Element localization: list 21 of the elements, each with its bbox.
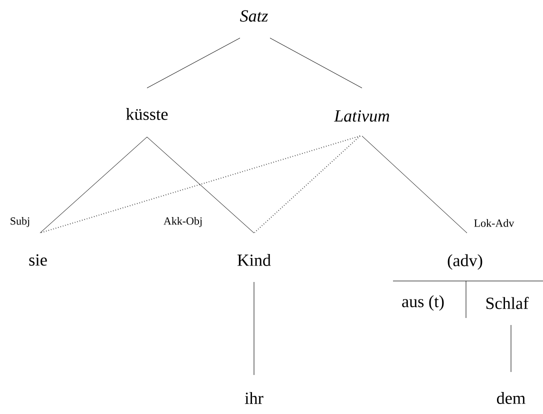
- tree-word: (adv): [448, 254, 482, 270]
- tree-line: [40, 136, 148, 234]
- edge-label: Akk-Obj: [164, 217, 202, 227]
- tree-line: [146, 38, 240, 88]
- tree-word: aus (t): [402, 295, 444, 311]
- edge-label: Subj: [10, 217, 30, 227]
- tree-line: [362, 136, 468, 234]
- tree-word: Schlaf: [486, 296, 529, 310]
- tree-word: sie: [29, 254, 47, 266]
- tree-word: Kind: [238, 254, 271, 266]
- tree-line: [146, 136, 254, 234]
- tree-line: [510, 324, 512, 372]
- tree-word: ihr: [244, 392, 264, 404]
- tree-word: dem: [496, 392, 526, 404]
- tree-word: küsste: [126, 108, 168, 120]
- dotted-line: [40, 136, 360, 234]
- tree-word: Satz: [240, 10, 268, 22]
- edge-label: Lok-Adv: [474, 219, 514, 227]
- tree-line: [270, 38, 362, 88]
- tree-word: Lativum: [334, 110, 390, 122]
- dotted-line: [254, 136, 360, 234]
